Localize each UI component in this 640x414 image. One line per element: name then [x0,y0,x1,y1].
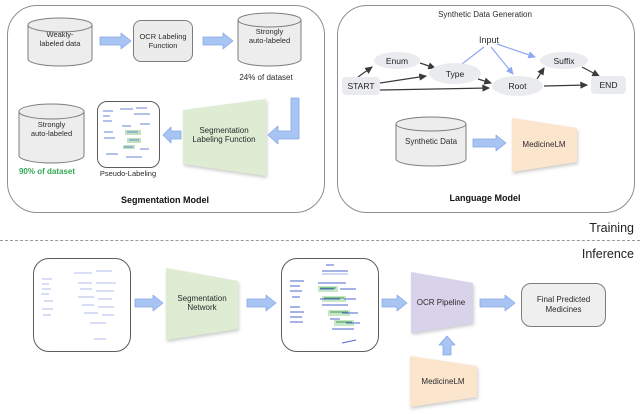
graph-node-start: START [342,77,380,95]
graph-node-end: END [591,76,626,94]
medicine-lm-trapezoid-inference [410,356,477,407]
graph-node-enum: Enum [374,52,420,69]
final-predicted-medicines-label: Final Predicted Medicines [536,295,591,314]
graph-node-root: Root [492,76,543,96]
final-predicted-medicines-box: Final Predicted Medicines [521,283,606,327]
graph-node-suffix-label: Suffix [553,55,575,66]
training-section-label: Training [589,221,634,235]
medicine-lm-inference-label: MedicineLM [421,377,465,386]
arrow-input-to-segnet [134,294,164,312]
arrow-segmented-to-ocrpipe [381,294,408,312]
handwritten-prescription-image [33,258,131,352]
graph-node-root-label: Root [508,81,527,91]
segmented-prescription-scribbles [290,264,360,344]
ocr-pipeline-trapezoid [411,272,473,333]
graph-node-enum-label: Enum [385,55,409,66]
pseudo-label-prescription-image [97,101,160,168]
graph-node-type-label: Type [445,68,465,79]
segmented-prescription-image [281,258,379,352]
arrow-segnet-to-segmented [246,294,277,312]
graph-node-type: Type [429,63,481,84]
handwritten-prescription-scribbles [41,270,116,340]
graph-node-end-label: END [599,80,618,90]
language-model-panel [337,5,635,213]
training-inference-divider [0,240,640,241]
graph-node-suffix: Suffix [540,52,588,69]
pseudo-label-scribbles [103,107,150,158]
segmentation-network-label: Segmentation Network [177,294,227,313]
ocr-labeling-function-box: OCR Labeling Function [133,20,193,62]
segmentation-network-trapezoid [166,268,238,340]
ocr-pipeline-label: OCR Pipeline [416,298,466,307]
ocr-labeling-function-label: OCR Labeling Function [139,32,187,50]
arrow-ocrpipe-to-final [479,294,516,312]
inference-section-label: Inference [581,247,634,261]
arrow-lm-to-ocrpipe [438,335,456,356]
graph-node-start-label: START [347,81,375,91]
